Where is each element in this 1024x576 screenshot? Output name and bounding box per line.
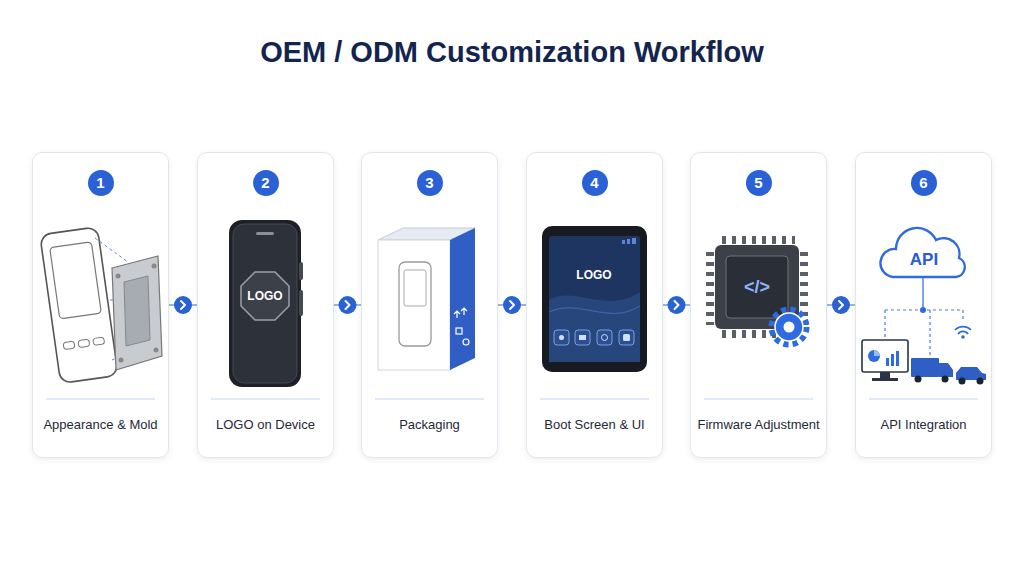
callout-number: 3: [425, 174, 433, 191]
step-card: Boot Screen & UI 4: [526, 152, 663, 458]
firmware-chip: [710, 240, 806, 344]
step-number: 6: [911, 170, 937, 196]
flow-connector: [663, 296, 690, 314]
step-label: Packaging: [362, 417, 497, 432]
step-label: LOGO on Device: [198, 417, 333, 432]
packaging-box: [378, 228, 475, 370]
illustration-label: </>: [744, 277, 770, 298]
step-card: API Integration 6: [855, 152, 992, 458]
step-label: Boot Screen & UI: [527, 417, 662, 432]
callout-number: 2: [261, 174, 269, 191]
step-number: 2: [253, 170, 279, 196]
flow-connector: [827, 296, 855, 314]
step-number: 1: [88, 170, 114, 196]
diagram-title: OEM / ODM Customization Workflow: [0, 36, 1024, 69]
mold-illustration: [40, 227, 162, 384]
illustration-label: API: [910, 250, 938, 270]
step-number: 3: [417, 170, 443, 196]
callout-number: 4: [590, 174, 598, 191]
flow-connector: [334, 296, 361, 314]
step-card: Packaging 3: [361, 152, 498, 458]
illustration-label: LOGO: [576, 268, 611, 282]
step-card: Firmware Adjustment 5: [690, 152, 827, 458]
rugged-device: [229, 220, 303, 387]
step-label: Firmware Adjustment: [691, 417, 826, 432]
callout-number: 5: [754, 174, 762, 191]
flow-connector: [498, 296, 526, 314]
step-card: LOGO on Device 2: [197, 152, 334, 458]
step-number: 4: [582, 170, 608, 196]
divider-lines: [46, 398, 978, 399]
step-label: Appearance & Mold: [33, 417, 168, 432]
callout-number: 1: [96, 174, 104, 191]
step-card: Appearance & Mold 1: [32, 152, 169, 458]
callout-number: 6: [919, 174, 927, 191]
api-network: [862, 228, 986, 385]
step-number: 5: [746, 170, 772, 196]
illustration-label: LOGO: [247, 289, 282, 303]
step-label: API Integration: [856, 417, 991, 432]
flow-connector: [169, 296, 197, 314]
tablet-screen: [542, 226, 647, 372]
